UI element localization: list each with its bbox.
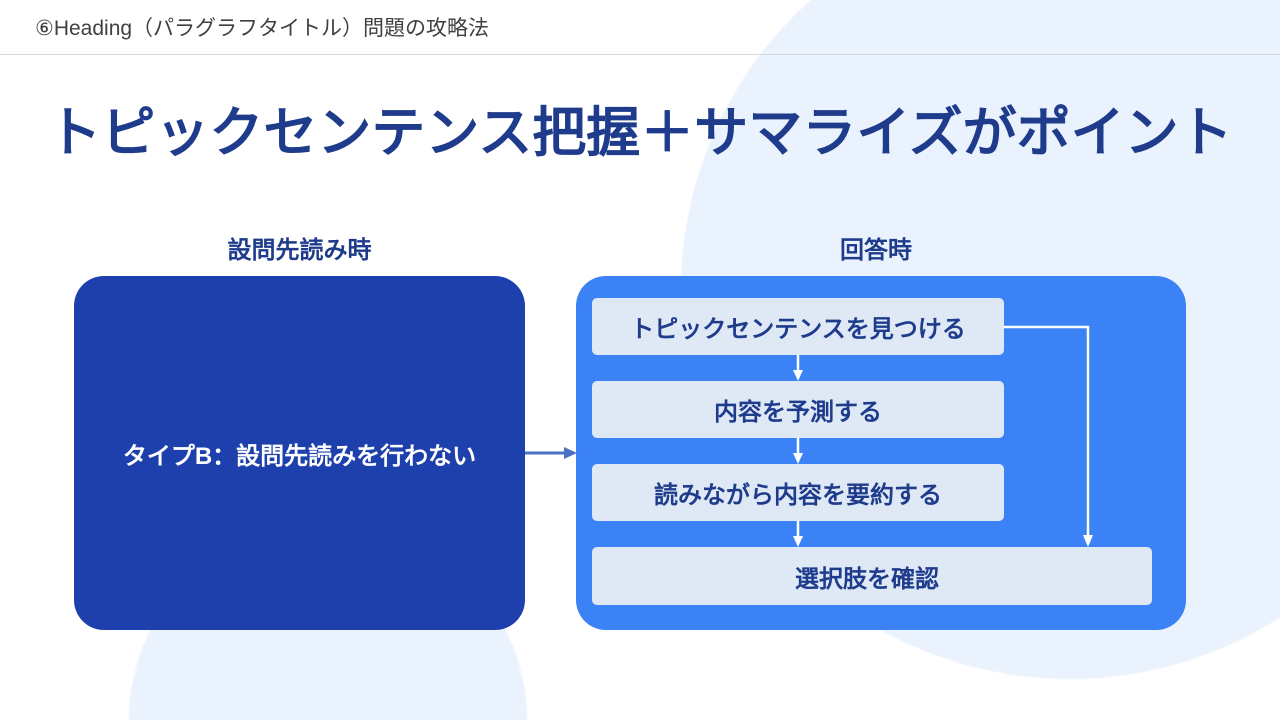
section-title: ⑥Heading（パラグラフタイトル）問題の攻略法 xyxy=(35,17,490,40)
left-to-right-arrow xyxy=(525,447,577,459)
step-arrows xyxy=(793,325,1093,547)
step-label: 選択肢を確認 xyxy=(795,565,939,593)
header-divider xyxy=(0,54,1280,55)
step-find-topic-sentence: トピックセンテンスを見つける xyxy=(592,298,1004,355)
right-column-heading: 回答時 xyxy=(840,237,912,264)
step-label: 読みながら内容を要約する xyxy=(654,482,942,509)
step-predict-content: 内容を予測する xyxy=(592,381,1004,438)
step-label: トピックセンテンスを見つける xyxy=(630,316,966,343)
type-b-text: タイプB：設問先読みを行わない xyxy=(122,442,477,470)
step-check-options: 選択肢を確認 xyxy=(592,547,1152,605)
left-column-heading: 設問先読み時 xyxy=(227,237,372,264)
slide-title: トピックセンテンス把握＋サマライズがポイント xyxy=(47,103,1233,163)
step-label: 内容を予測する xyxy=(714,399,882,426)
step-summarize-while-reading: 読みながら内容を要約する xyxy=(592,464,1004,521)
type-b-box: タイプB：設問先読みを行わない xyxy=(74,276,525,630)
